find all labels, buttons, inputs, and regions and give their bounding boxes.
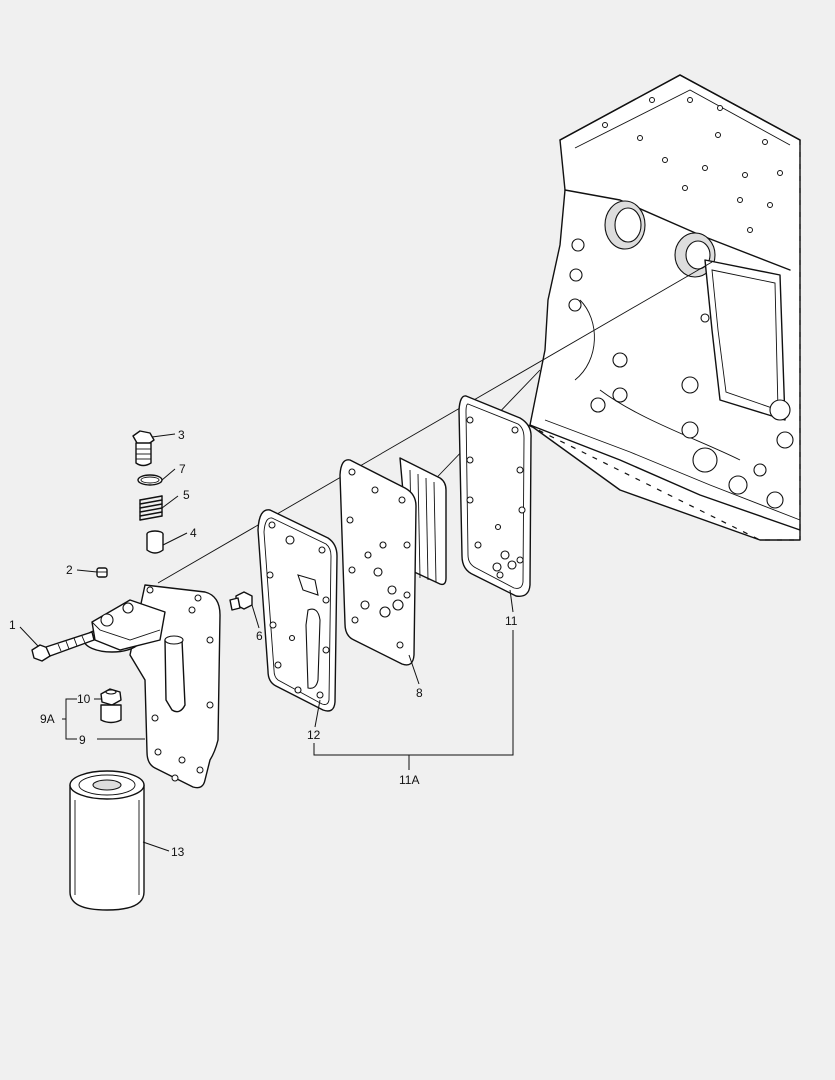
callout-10: 10: [77, 692, 91, 706]
filter-head-housing-9: [83, 584, 221, 789]
callout-9: 9: [79, 733, 86, 747]
gasket-12: [257, 509, 338, 712]
callout-6: 6: [256, 629, 263, 643]
oil-filter-13: [69, 770, 145, 911]
callout-4: 4: [190, 526, 197, 540]
callout-12: 12: [307, 728, 321, 742]
callout-2: 2: [66, 563, 73, 577]
oil-cooler-8: [339, 457, 447, 666]
valve-4: [146, 530, 164, 554]
callout-labels: 1 2 3 4 5 6 7 8 9 9A 10 11 11A 12 13: [9, 428, 518, 859]
adapter-10: [100, 688, 122, 724]
callout-3: 3: [178, 428, 185, 442]
engine-block: [527, 74, 801, 541]
callout-leaders: [19, 433, 514, 852]
plug-2: [96, 567, 108, 578]
o-ring-7: [137, 474, 163, 486]
callout-13: 13: [171, 845, 185, 859]
gasket-11: [458, 395, 532, 597]
callout-7: 7: [179, 462, 186, 476]
callout-11a: 11A: [399, 773, 419, 787]
plug-3: [132, 430, 155, 467]
fitting-6: [229, 591, 253, 611]
block-deck-bolts: [602, 97, 783, 233]
callout-8: 8: [416, 686, 423, 700]
callout-11: 11: [505, 614, 518, 628]
callout-9a: 9A: [40, 712, 55, 726]
callout-5: 5: [183, 488, 190, 502]
spring-5: [139, 495, 163, 521]
bolt-1: [31, 631, 95, 662]
callout-1: 1: [9, 618, 16, 632]
